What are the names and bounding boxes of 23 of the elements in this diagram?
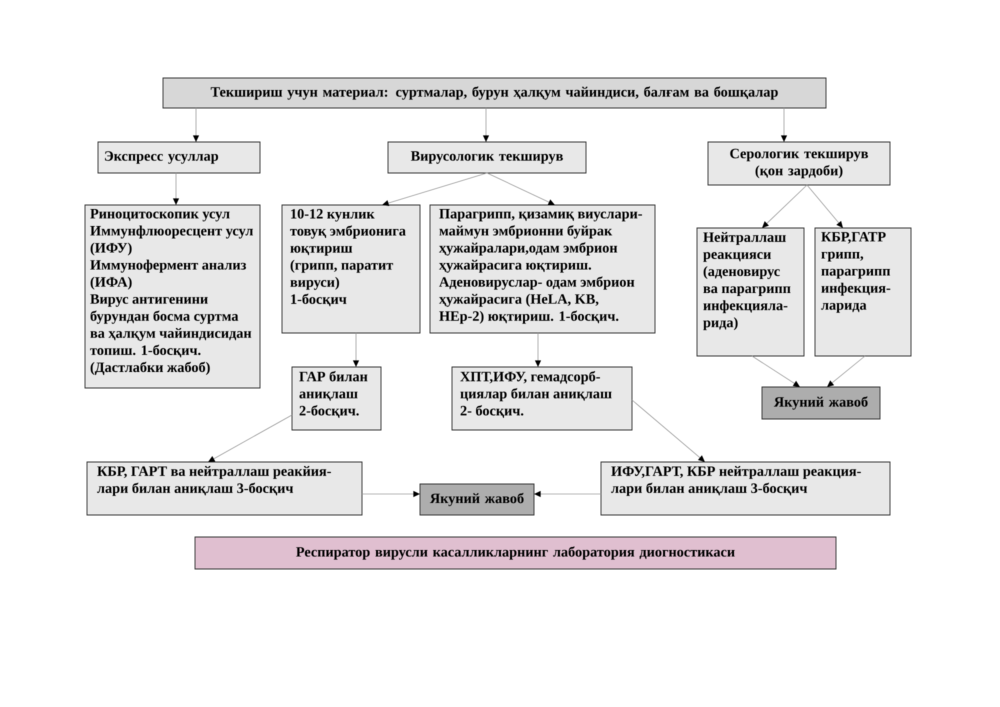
process-box: Риноцитоскопик усул Иммунфлюоресцент усул (ИФУ) Иммунофермент анализ (ИФА) Вирус антигенини бурундан босма суртма ва ҳалқум чайиндисидан топиш. 1-босқич. (Дастлабки жабоб) xyxy=(84,204,260,388)
process-box: ХПТ,ИФУ, гемадсорб- циялар билан аниқлаш 2- босқич. xyxy=(452,366,632,430)
header-box: Текшириш учун материал: суртмалар, бурун ҳалқум чайиндиси, балғам ва бошқалар xyxy=(162,78,826,108)
title-banner: Респиратор вирусли касалликларнинг лаборатория диогностикаси xyxy=(194,536,836,570)
process-box: Парагрипп, қизамиқ виуслари- маймун эмбрионни буйрак ҳужайралари,одам эмбрион ҳужайрасига юқтириш. Аденовируслар- одам эмбрион ҳужайрасига (HeLA, KB, HEp-2) юқтириш. 1-босқич. xyxy=(430,204,656,334)
arrow xyxy=(208,414,292,462)
result-box: Якуний жавоб xyxy=(420,484,534,516)
arrow xyxy=(827,356,866,387)
arrow xyxy=(486,172,555,205)
process-box: 10-12 кунлик товуқ эмбрионига юқтириш (грипп, паратит вируси) 1-босқич xyxy=(282,204,420,334)
process-box: ГАР билан аниқлаш 2-босқич. xyxy=(292,366,382,430)
process-box: Серологик текширув (қон зардоби) xyxy=(708,142,890,186)
process-box: Вирусологик текширув xyxy=(388,142,586,174)
result-box: Якуний жавоб xyxy=(762,386,880,420)
process-box: ИФУ,ГАРТ, КБР нейтраллаш реакция- лари билан аниқлаш 3-босқич xyxy=(600,462,890,516)
arrow xyxy=(752,356,800,387)
process-box: Экспресс усуллар xyxy=(98,142,260,174)
process-box: Нейтраллаш реакцияси (аденовирус ва парагрипп инфекцияла- рида) xyxy=(696,228,804,356)
arrow xyxy=(806,184,843,228)
arrow xyxy=(632,400,705,462)
process-box: КБР,ГАТР грипп, парагрипп инфекция- ларида xyxy=(814,228,912,356)
arrow xyxy=(762,184,808,228)
process-box: КБР, ГАРТ ва нейтраллаш реакйия- лари билан аниқлаш 3-босқич xyxy=(86,462,362,516)
